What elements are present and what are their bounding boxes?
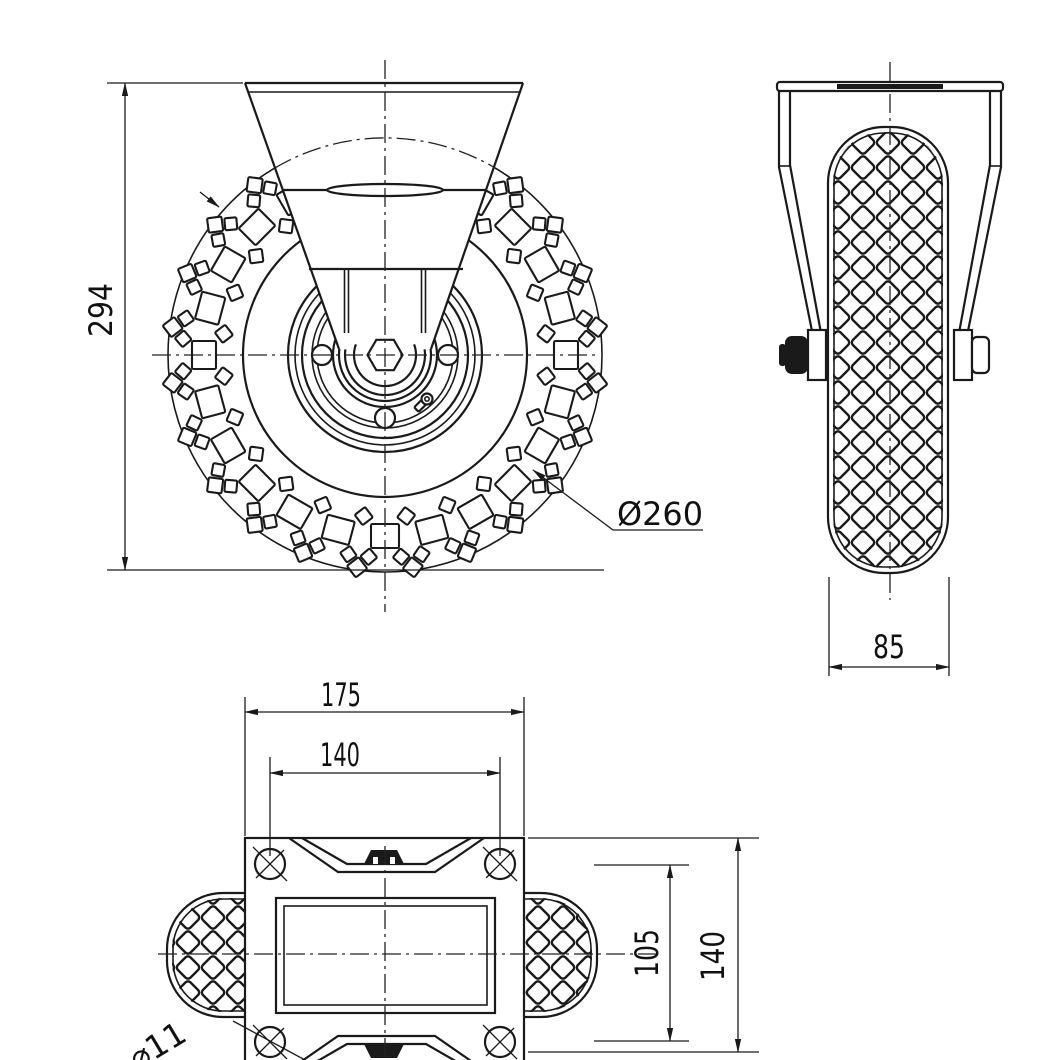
dim-85-label: 85 (873, 628, 905, 666)
tire-tread-side (833, 132, 943, 568)
front-view: 294 Ø260 (82, 60, 703, 612)
tire-side-outline (826, 125, 950, 575)
dim-294-label: 294 (82, 283, 120, 337)
bolt-hole-bottom-right (482, 1024, 518, 1060)
dim-140-right: 140 (528, 837, 759, 1053)
tire-valve (413, 392, 434, 413)
dim-diameter-label: Ø260 (617, 495, 703, 533)
axle-side (779, 328, 991, 382)
bolt-hole-bottom-left (252, 1024, 288, 1060)
dim-175: 175 (244, 676, 525, 836)
bolt-hole-top-left (252, 846, 288, 882)
hole-note-label: ⌀11 (122, 1014, 193, 1060)
dim-140-top-label: 140 (320, 736, 360, 774)
dim-140-top: 140 (269, 736, 501, 856)
dim-85: 85 (828, 577, 950, 676)
dim-175-label: 175 (321, 676, 361, 714)
tire-hidden-arc (273, 137, 497, 169)
dim-140-right-label: 140 (694, 931, 732, 981)
dim-294: 294 (82, 82, 604, 571)
dim-105: 105 (594, 864, 689, 1042)
side-view: 85 (775, 62, 1005, 676)
bolt-holes (252, 846, 518, 1060)
fork-side (777, 91, 1003, 334)
king-pin (364, 850, 404, 1058)
plate-opening-inner (283, 905, 488, 1006)
dim-105-label: 105 (628, 929, 666, 977)
bolt-hole-top-right (482, 846, 518, 882)
tread-leader-arrow (199, 191, 220, 208)
dim-diameter: Ø260 (532, 469, 703, 533)
top-view: ⌀11 175 140 105 140 (122, 676, 759, 1060)
